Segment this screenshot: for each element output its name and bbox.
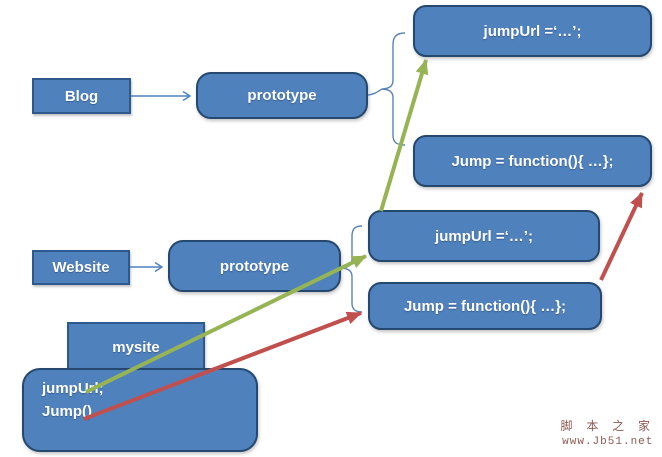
node-website-jump: Jump = function(){ …}; (368, 282, 602, 330)
brace-blog-prototype-stem (367, 88, 383, 96)
node-blog-prototype-label: prototype (247, 87, 317, 104)
node-website-prototype-label: prototype (219, 257, 290, 275)
node-website-prototype: prototype (168, 240, 341, 292)
node-blog-prototype: prototype (196, 72, 368, 119)
watermark-site-name: 脚 本 之 家 (560, 419, 655, 433)
node-mysite-label: mysite (112, 338, 160, 356)
node-website-jumpurl: jumpUrl =‘…’; (368, 210, 600, 262)
instance-line-jump: Jump() (42, 403, 92, 420)
node-instance: jumpUrl; Jump() (22, 368, 258, 452)
node-blog-jumpurl-label: jumpUrl =‘…’; (483, 22, 582, 40)
node-website-jumpurl-label: jumpUrl =‘…’; (435, 227, 533, 245)
brace-website-prototype (340, 225, 363, 313)
node-blog-label: Blog (64, 87, 99, 105)
node-blog-jump-label: Jump = function(){ …}; (451, 152, 614, 170)
node-blog-jumpurl: jumpUrl =‘…’; (413, 5, 652, 57)
red-arrow-website-jump-to-blog-jump (599, 192, 644, 281)
node-blog: Blog (32, 78, 131, 114)
node-mysite: mysite (67, 322, 205, 372)
node-website: Website (32, 250, 130, 285)
brace-blog-prototype (381, 32, 406, 146)
watermark-site-url: www.Jb51.net (562, 436, 654, 448)
node-website-label: Website (52, 259, 110, 276)
node-website-jump-label: Jump = function(){ …}; (403, 297, 567, 315)
watermark: 脚 本 之 家 www.Jb51.net (561, 417, 655, 448)
instance-line-jumpurl: jumpUrl; (42, 380, 104, 397)
node-blog-jump: Jump = function(){ …}; (413, 135, 652, 187)
